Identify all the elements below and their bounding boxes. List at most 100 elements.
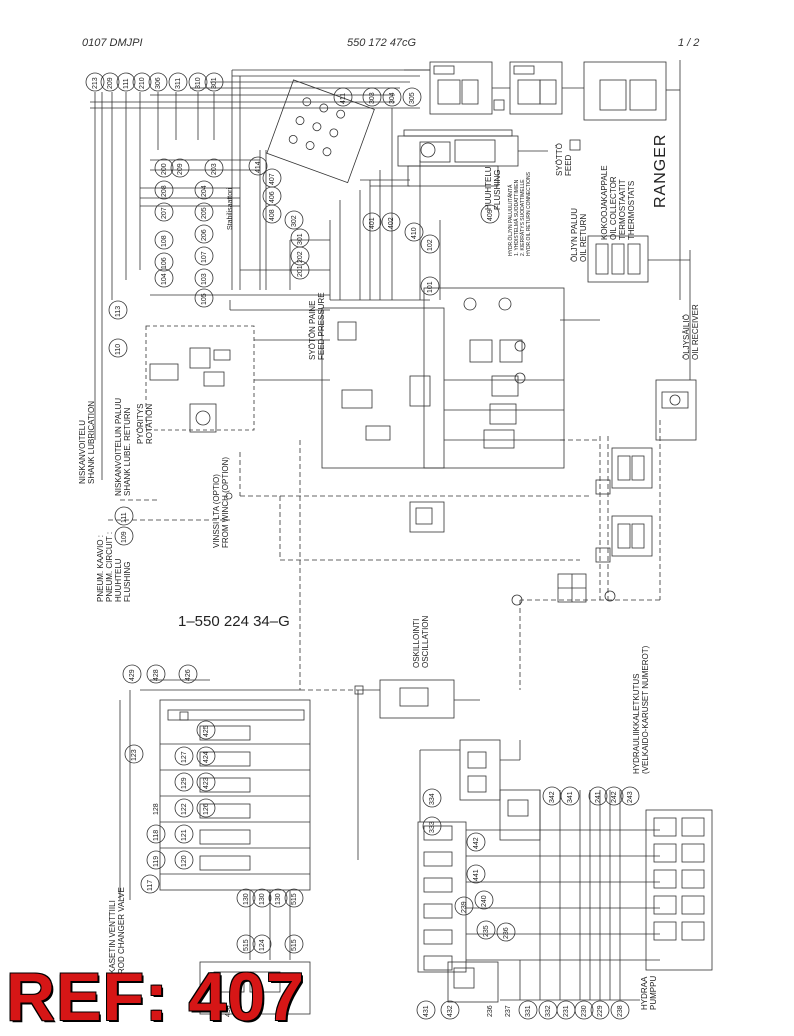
label-line: ÖLJYN PALUU <box>570 207 579 262</box>
callout-number: 515 <box>243 939 250 951</box>
callout-number: 202 <box>297 251 304 263</box>
callout-number: 111 <box>121 512 128 523</box>
label-syotto-feed: SYÖTTÖ FEED <box>555 143 573 176</box>
feed-circuit <box>321 287 600 469</box>
callout-number: 239 <box>461 901 468 913</box>
callout-number: 107 <box>201 251 208 263</box>
top-bus-lines <box>90 69 430 480</box>
label-line: ROTATION <box>145 403 154 444</box>
callout-number: 106 <box>161 257 168 269</box>
callout-number: 229 <box>597 1005 604 1017</box>
callout-number: 306 <box>155 77 162 89</box>
callout-number: 130 <box>259 893 266 905</box>
callout-number: 402 <box>388 217 395 229</box>
label-hose-numbers: HYDRAULIIKKALETKUTUS (VELKAIDO-KARUSET N… <box>632 646 650 774</box>
callout-number: 406 <box>269 191 276 203</box>
top-valve-blocks <box>404 60 681 300</box>
callout-number: 303 <box>369 92 376 104</box>
callout-number: 109 <box>121 531 128 543</box>
label-line: VINSSI LTA (OPTIO) <box>212 474 221 548</box>
callout-number: 409 <box>487 209 494 221</box>
callout-number: 401 <box>369 217 376 229</box>
label-shank-lube-return: NISKANVOITELUN PALUU SHANK LUBE. RETURN <box>114 398 132 496</box>
callout-number: 310 <box>195 77 202 89</box>
header-doc-number: 550 172 47cG <box>347 37 417 49</box>
callout-number: 104 <box>161 273 168 285</box>
callout-number: 128 <box>153 803 160 815</box>
callout-number: 240 <box>481 895 488 907</box>
label-line: PNEUM. CIRCUIT : <box>105 531 114 602</box>
callout-number: 127 <box>181 751 188 763</box>
callout-number: 305 <box>409 92 416 104</box>
label-oil-return: ÖLJYN PALUU OIL RETURN <box>570 208 588 262</box>
label-rotation: PYÖRITYS ROTATION <box>136 404 154 444</box>
drawing-id: 1–550 224 34–G <box>178 613 290 630</box>
callout-number: 428 <box>153 669 160 681</box>
label-shank-lubrication: NISKANVOITELU SHANK LUBRICATION <box>78 401 96 484</box>
callout-number: 231 <box>563 1005 570 1017</box>
callout-number: 207 <box>161 207 168 219</box>
callout-number: 105 <box>201 293 208 305</box>
label-huuhtelu-flushing: HUUHTELU FLUSHING <box>484 166 502 210</box>
callout-number: 213 <box>92 77 99 89</box>
callout-number: 301 <box>211 77 218 89</box>
label-line: SHANK LUBE. RETURN <box>123 407 132 496</box>
label-oil-receiver: ÖLJYSÄILIÖ OIL RECEIVER <box>682 304 700 360</box>
callout-number: 441 <box>473 869 480 881</box>
label-line: SHANK LUBRICATION <box>87 401 96 484</box>
rotation-circuit <box>145 325 330 433</box>
callout-number: 333 <box>429 821 436 833</box>
callout-number: 113 <box>115 305 122 317</box>
rod-changer-valve-bank <box>119 679 311 1015</box>
callout-number: 243 <box>627 791 634 803</box>
label-stabilisator: Stabilisaattori <box>227 187 234 230</box>
callout-number: 302 <box>291 215 298 227</box>
label-line: HYDRAULIIKKALETKUTUS <box>632 673 641 774</box>
callout-number: 235 <box>483 925 490 937</box>
callout-number: 209 <box>107 77 114 89</box>
label-oil-collector: KOKOOJAKAPPALE OIL COLLECTOR TERMOSTAATI… <box>600 165 636 240</box>
callout-number: 230 <box>581 1005 588 1017</box>
callout-number: 408 <box>269 209 276 221</box>
callout-number: 121 <box>181 829 188 841</box>
label-line: PUMPPU <box>649 975 658 1010</box>
callout-number: 442 <box>473 837 480 849</box>
callout-number: 123 <box>131 749 138 761</box>
callout-number: 332 <box>545 1005 552 1017</box>
callout-number: 203 <box>211 163 218 175</box>
callout-number: 130 <box>275 893 282 905</box>
callout-number: 201 <box>297 265 304 277</box>
label-line: OIL RECEIVER <box>691 304 700 360</box>
callout-number: 117 <box>147 879 154 891</box>
label-line: HUUHTELU <box>484 166 493 210</box>
label-line: SYÖTTÖ <box>555 143 564 176</box>
label-line: OIL COLLECTOR <box>609 176 618 240</box>
label-line: KOKOOJAKAPPALE <box>600 165 609 240</box>
label-line: FLUSHING <box>493 169 502 210</box>
callout-number: 119 <box>153 855 160 867</box>
header-page-number: 1 / 2 <box>678 37 700 49</box>
callout-number: 411 <box>340 92 347 104</box>
label-oscillation: OSKILLOINTI OSCILLATION <box>412 616 430 668</box>
callout-number: 209 <box>177 163 184 175</box>
cooler-circuit <box>108 420 661 691</box>
callout-number: 110 <box>115 343 122 355</box>
callout-number: 236 <box>503 927 510 939</box>
main-valve-bank <box>417 739 660 1003</box>
middle-wiring <box>140 108 441 311</box>
oscillation-circuit <box>354 679 480 860</box>
label-feed-pressure: SYÖTÖN PAINE FEED PRESSURE <box>308 292 326 360</box>
label-line: NISKANVOITELU <box>78 419 87 484</box>
callout-circles <box>85 72 640 1020</box>
label-line: HYDRAA <box>640 976 649 1010</box>
callout-number: 108 <box>161 235 168 247</box>
callout-number: 342 <box>549 791 556 803</box>
label-line: TERMOSTAATIT <box>618 179 627 240</box>
callout-number: 414 <box>255 161 262 173</box>
callout-number: 118 <box>153 829 160 841</box>
callout-number: 431 <box>423 1005 430 1017</box>
label-line: OIL RETURN <box>579 213 588 262</box>
label-line: OSCILLATION <box>421 615 430 668</box>
callout-number: 407 <box>269 173 276 185</box>
